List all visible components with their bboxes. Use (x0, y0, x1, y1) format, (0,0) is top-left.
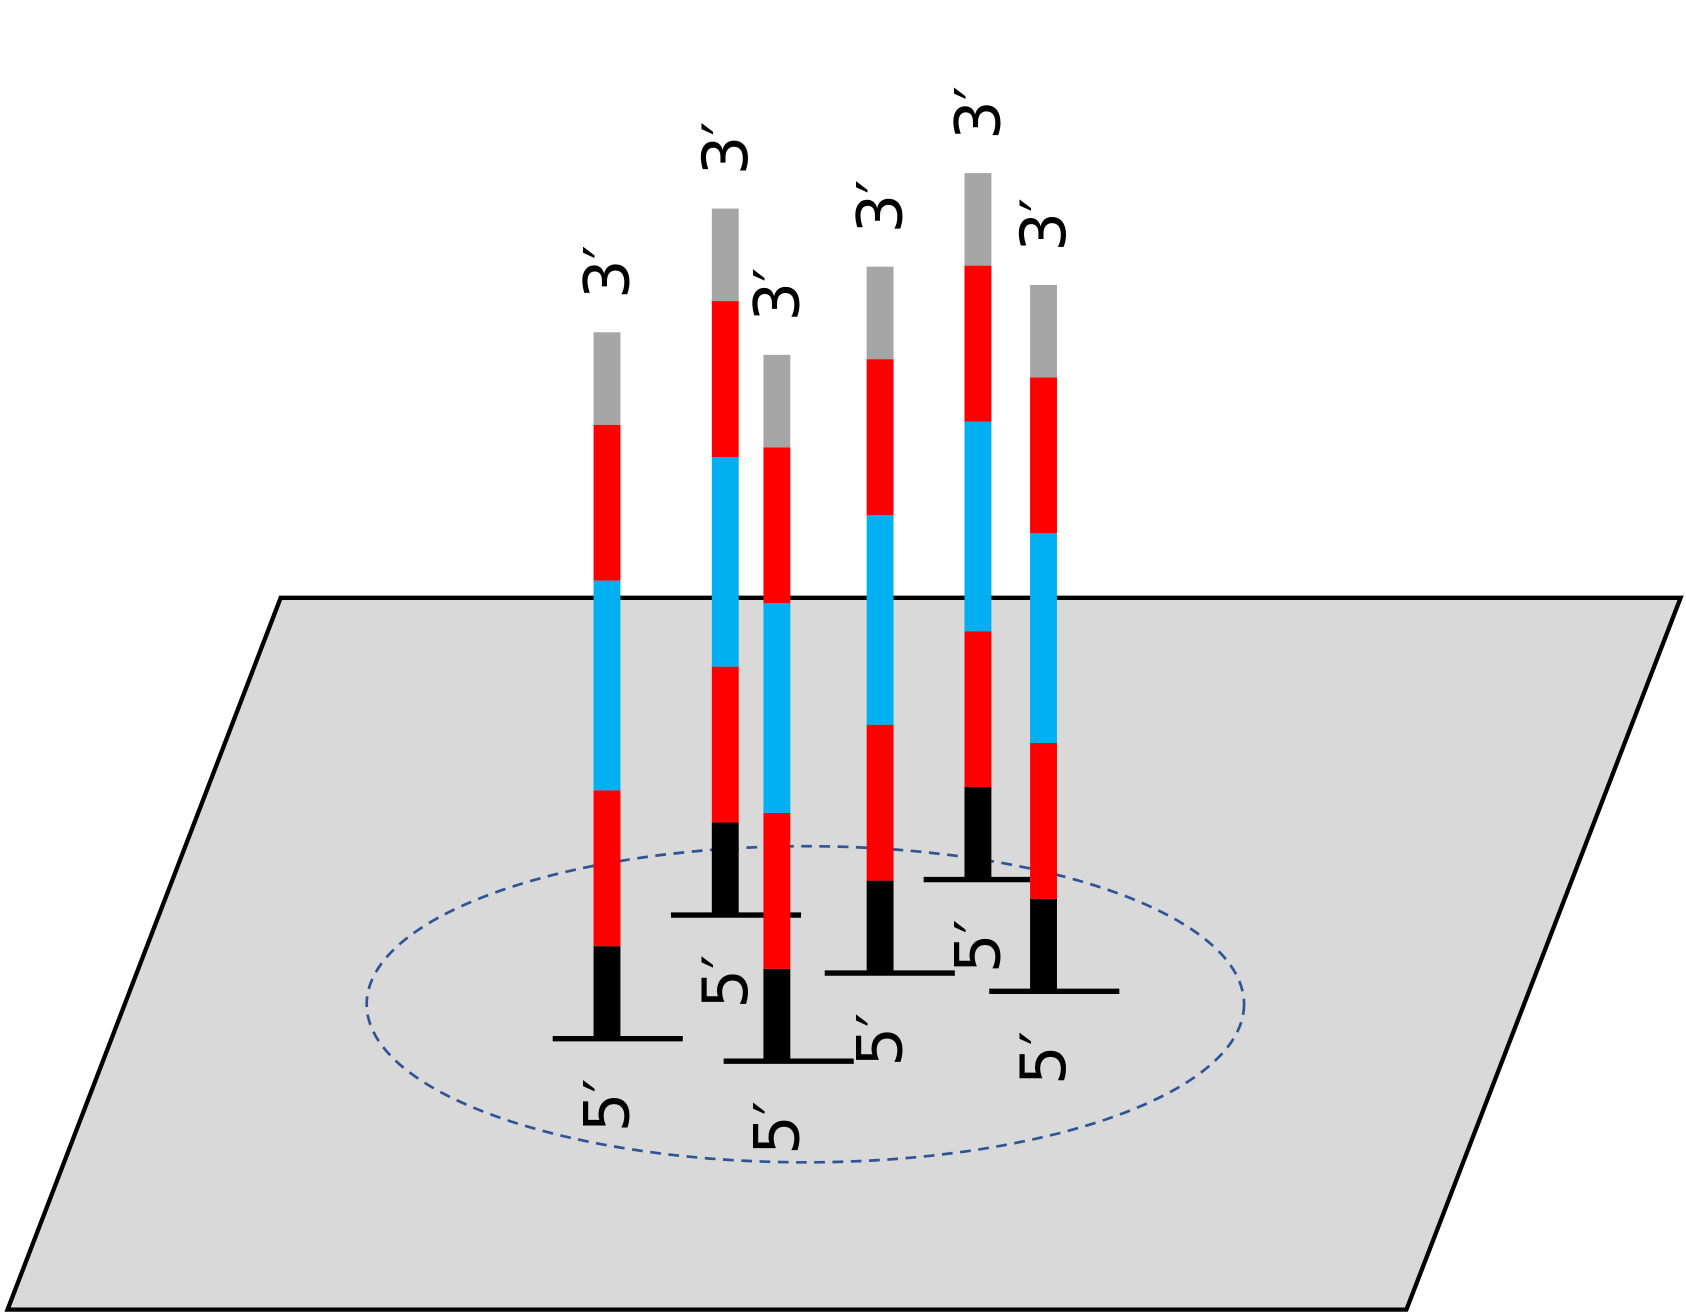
strand: 3′ 5′ (723, 268, 854, 1155)
strand-segment-red (593, 790, 621, 947)
strand-segment-red (711, 666, 739, 823)
strand-segment-red (964, 265, 992, 422)
strand: 3′ 5′ (923, 86, 1031, 973)
strand-segment-black (593, 946, 621, 1039)
strand-segment-red (1030, 742, 1057, 899)
strand-segment-gray (763, 354, 791, 448)
strand-segment-red (763, 812, 791, 969)
strand-segment-black (866, 880, 894, 974)
five-prime-label: 5′ (844, 1013, 917, 1067)
strand-segment-blue (1030, 533, 1057, 743)
strand-segment-black (711, 822, 739, 916)
dashed-region-ellipse (365, 844, 1246, 1164)
strand-segment-blue (593, 580, 621, 791)
strand-segment-black (763, 968, 791, 1062)
strand-segment-gray (1030, 284, 1057, 378)
strand-segment-black (1030, 898, 1057, 992)
strand-segment-red (866, 724, 894, 881)
three-prime-label: 3′ (740, 268, 813, 322)
surface-plane (4, 595, 1684, 1312)
strand-segment-red (1030, 377, 1057, 534)
strand: 3′ 5′ (552, 245, 683, 1132)
five-prime-label: 5′ (941, 919, 1014, 973)
strand-segment-blue (964, 421, 992, 632)
five-prime-label: 5′ (1007, 1031, 1080, 1085)
five-prime-label: 5′ (689, 955, 762, 1009)
five-prime-label: 5′ (740, 1101, 813, 1155)
three-prime-label: 3′ (1007, 198, 1080, 252)
strand-segment-blue (711, 456, 739, 667)
strand: 3′ 5′ (989, 198, 1120, 1085)
strand-segment-blue (866, 515, 894, 725)
strands-group: 3′ 5′ 3′ 5′ 3′ 5′ 3′ 5′ 3′ 5′ 3′ 5′ (552, 86, 1120, 1155)
strand-segment-red (763, 447, 791, 604)
three-prime-label: 3′ (941, 86, 1014, 140)
strand-segment-red (964, 631, 992, 788)
strand: 3′ 5′ (824, 180, 955, 1067)
strand-segment-red (866, 359, 894, 516)
strand-segment-gray (711, 208, 739, 302)
three-prime-label: 3′ (844, 180, 917, 234)
strand-segment-gray (593, 332, 621, 425)
strand-segment-gray (866, 266, 894, 360)
three-prime-label: 3′ (570, 245, 643, 299)
strand-segment-blue (763, 603, 791, 813)
strand: 3′ 5′ (670, 121, 802, 1009)
five-prime-label: 5′ (570, 1078, 643, 1132)
strand-segment-black (964, 787, 992, 880)
three-prime-label: 3′ (689, 121, 762, 175)
strand-segment-gray (964, 173, 992, 266)
strand-segment-red (711, 301, 739, 457)
strand-segment-red (593, 424, 621, 581)
